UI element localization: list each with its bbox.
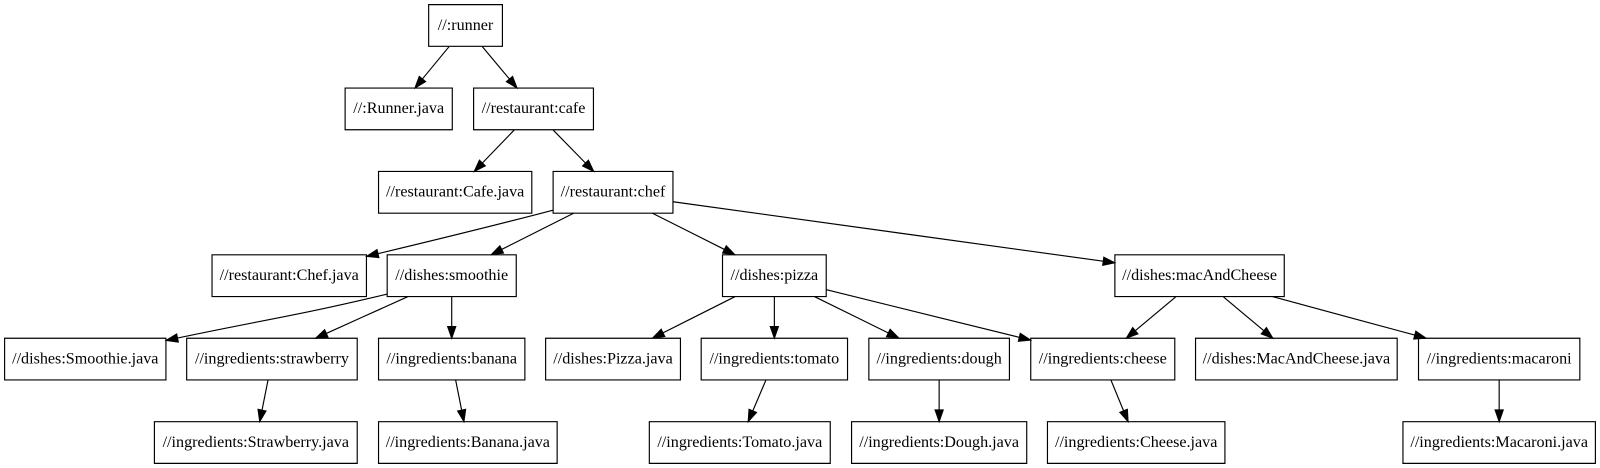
svg-text://dishes:MacAndCheese.java: //dishes:MacAndCheese.java (1203, 350, 1391, 367)
svg-text://ingredients:cheese: //ingredients:cheese (1039, 350, 1167, 367)
svg-text://ingredients:Tomato.java: //ingredients:Tomato.java (657, 434, 822, 451)
svg-text://restaurant:Cafe.java: //restaurant:Cafe.java (386, 184, 524, 201)
svg-text://ingredients:tomato: //ingredients:tomato (709, 350, 839, 367)
svg-text://restaurant:Chef.java: //restaurant:Chef.java (220, 267, 359, 284)
svg-text://:runner: //:runner (438, 17, 494, 34)
svg-text://ingredients:macaroni: //ingredients:macaroni (1427, 350, 1572, 367)
svg-text://ingredients:Banana.java: //ingredients:Banana.java (386, 434, 550, 451)
svg-text://ingredients:dough: //ingredients:dough (876, 350, 1001, 367)
svg-text://ingredients:Dough.java: //ingredients:Dough.java (859, 434, 1019, 451)
svg-text://ingredients:Macaroni.java: //ingredients:Macaroni.java (1410, 434, 1588, 451)
svg-text://dishes:pizza: //dishes:pizza (731, 267, 819, 284)
svg-text://restaurant:chef: //restaurant:chef (561, 184, 666, 201)
svg-text://ingredients:strawberry: //ingredients:strawberry (195, 350, 350, 367)
svg-text://dishes:smoothie: //dishes:smoothie (395, 267, 508, 284)
svg-text://dishes:Pizza.java: //dishes:Pizza.java (553, 350, 672, 367)
svg-text://dishes:macAndCheese: //dishes:macAndCheese (1122, 267, 1277, 284)
svg-text://ingredients:banana: //ingredients:banana (386, 350, 517, 367)
svg-text://ingredients:Strawberry.java: //ingredients:Strawberry.java (163, 434, 349, 451)
svg-text://dishes:Smoothie.java: //dishes:Smoothie.java (12, 350, 158, 367)
svg-text://:Runner.java: //:Runner.java (353, 100, 444, 117)
svg-text://restaurant:cafe: //restaurant:cafe (482, 100, 586, 117)
svg-text://ingredients:Cheese.java: //ingredients:Cheese.java (1055, 434, 1217, 451)
